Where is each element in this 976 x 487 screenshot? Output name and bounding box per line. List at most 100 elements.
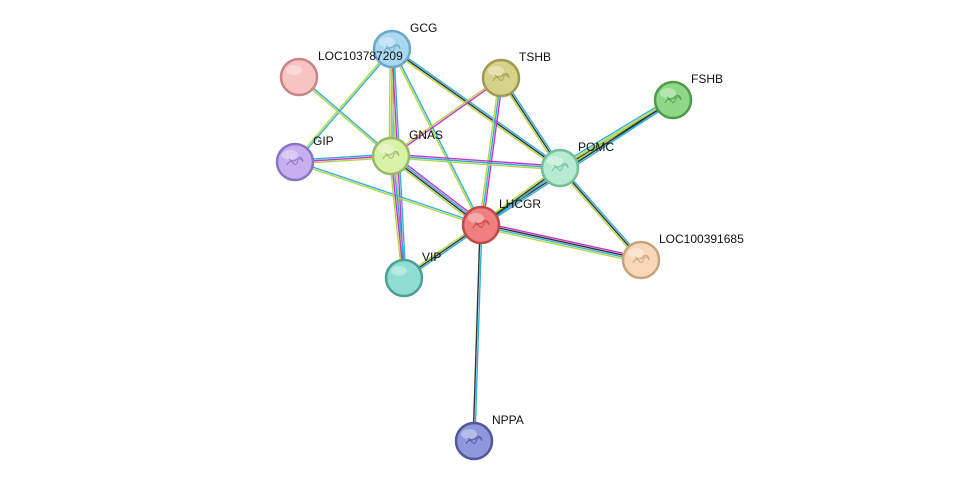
node-gnas[interactable]: GNAS (371, 128, 443, 176)
edge-line (392, 48, 483, 225)
node-label: LOC100391685 (659, 232, 744, 246)
edge-line (390, 155, 561, 169)
node-label: FSHB (691, 72, 723, 86)
edge-line (388, 156, 403, 279)
node-highlight (379, 37, 395, 47)
edge-pomc-loc100391685 (558, 166, 643, 262)
node-circle[interactable] (653, 80, 693, 120)
edge-line (480, 226, 641, 264)
protein-structure-icon (664, 94, 682, 104)
edge-line (558, 97, 672, 167)
protein-structure-icon (383, 43, 401, 53)
node-vip[interactable]: VIP (384, 250, 441, 298)
edge-line (560, 166, 643, 260)
node-circle[interactable] (481, 58, 521, 98)
edge-line (295, 160, 482, 225)
edge-gnas-vip (388, 155, 407, 279)
edge-gcg-gip (293, 47, 394, 164)
node-label: NPPA (492, 413, 524, 427)
node-highlight (461, 429, 477, 439)
edge-line (392, 155, 407, 278)
edge-line (294, 162, 481, 227)
node-circle[interactable] (279, 57, 319, 97)
node-circle[interactable] (621, 240, 661, 280)
protein-structure-icon (465, 435, 483, 445)
node-fshb[interactable]: FSHB (653, 72, 723, 120)
edge-line (390, 157, 560, 171)
node-highlight (468, 213, 484, 223)
node-label: TSHB (519, 50, 551, 64)
edge-line (295, 49, 394, 164)
edge-line (390, 49, 560, 171)
node-highlight (378, 144, 394, 154)
edge-line (478, 77, 500, 225)
edge-line (391, 48, 561, 169)
node-circle[interactable] (372, 29, 412, 69)
node-loc103787209[interactable]: LOC103787209 (279, 49, 403, 97)
node-circle[interactable] (540, 148, 580, 188)
node-highlight (391, 266, 407, 276)
edge-tshb-gnas (390, 76, 502, 158)
node-circle[interactable] (275, 142, 315, 182)
node-highlight (488, 66, 504, 76)
edge-line (559, 167, 642, 261)
edge-line (480, 77, 502, 226)
node-nppa[interactable]: NPPA (454, 413, 524, 461)
edge-line (391, 78, 502, 158)
node-circle[interactable] (454, 421, 494, 461)
node-gip[interactable]: GIP (275, 134, 334, 182)
edge-line (391, 153, 561, 167)
node-highlight (660, 88, 676, 98)
node-loc100391685[interactable]: LOC100391685 (621, 232, 744, 280)
node-lhcgr[interactable]: LHCGR (461, 197, 541, 245)
edge-line (558, 168, 641, 262)
node-label: GNAS (409, 128, 443, 142)
edge-gcg-lhcgr (390, 48, 483, 226)
edge-line (390, 76, 501, 156)
node-label: POMC (578, 140, 614, 154)
edge-line (472, 224, 481, 441)
edge-tshb-lhcgr (478, 77, 504, 226)
edge-line (390, 155, 405, 279)
node-highlight (286, 65, 302, 75)
node-gcg[interactable]: GCG (372, 21, 437, 69)
node-highlight (628, 248, 644, 258)
edge-gip-lhcgr (294, 160, 482, 227)
edge-line (293, 47, 392, 162)
node-label: LHCGR (499, 197, 541, 211)
edge-line (480, 225, 641, 262)
protein-structure-icon (551, 162, 569, 172)
node-label: LOC103787209 (318, 49, 403, 63)
node-highlight (547, 156, 563, 166)
edge-line (299, 75, 393, 156)
node-tshb[interactable]: TSHB (481, 50, 551, 98)
edge-line (390, 49, 481, 226)
edge-line (392, 46, 562, 168)
edge-lhcgr-nppa (472, 224, 483, 442)
node-circle[interactable] (461, 205, 501, 245)
edge-line (481, 221, 642, 259)
protein-structure-icon (632, 254, 650, 264)
node-circle[interactable] (384, 258, 424, 298)
edge-gnas-pomc (390, 153, 561, 171)
protein-structure-icon (382, 150, 400, 160)
protein-structure-icon (286, 156, 304, 166)
protein-structure-icon (472, 219, 490, 229)
node-circle[interactable] (371, 136, 411, 176)
protein-structure-icon (492, 72, 510, 82)
edge-lhcgr-loc100391685 (480, 221, 642, 264)
edge-line (481, 223, 642, 260)
node-highlight (282, 150, 298, 160)
node-label: VIP (422, 250, 441, 264)
edge-line (297, 77, 391, 158)
node-layer: GCG LOC103787209 TSHB FSHB GIP GNAS POMC LHCGR L… (275, 21, 744, 461)
node-label: GCG (410, 21, 437, 35)
edge-layer (293, 46, 675, 442)
node-label: GIP (313, 134, 334, 148)
node-pomc[interactable]: POMC (540, 140, 614, 188)
edge-line (474, 225, 483, 442)
edge-loc103787209-gnas (297, 75, 393, 158)
edge-line (482, 78, 504, 226)
